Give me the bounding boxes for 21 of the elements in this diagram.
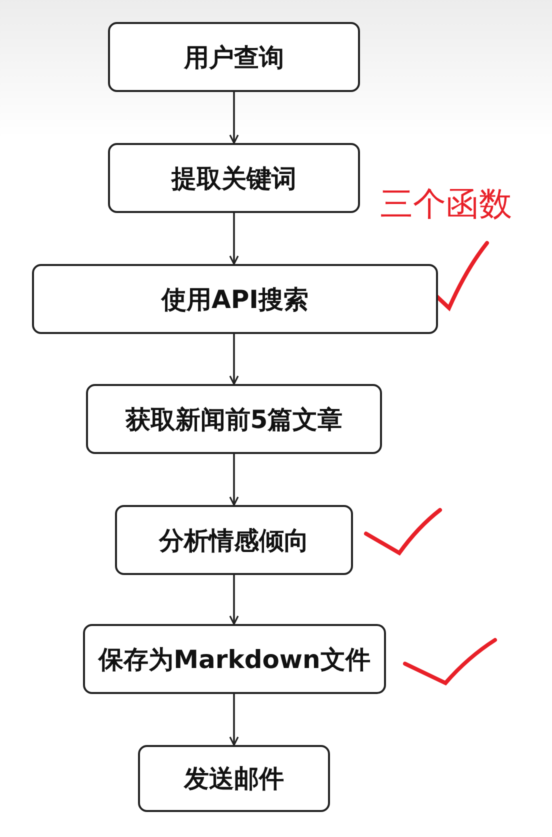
arrow bbox=[229, 575, 239, 625]
process-box bbox=[86, 384, 382, 454]
arrow bbox=[229, 213, 239, 265]
step-text: 保存为Markdown文件 bbox=[98, 644, 370, 676]
arrow bbox=[229, 334, 239, 385]
step-text: 发送邮件 bbox=[184, 763, 284, 795]
process-box bbox=[32, 264, 438, 334]
process-box bbox=[108, 143, 360, 213]
arrow bbox=[229, 454, 239, 506]
handwritten-note: 三个函数 bbox=[380, 183, 512, 225]
step-text: 分析情感倾向 bbox=[159, 524, 309, 556]
arrow bbox=[229, 92, 239, 144]
process-box bbox=[138, 745, 330, 812]
process-box bbox=[83, 624, 386, 694]
process-box bbox=[115, 505, 353, 575]
arrow bbox=[229, 694, 239, 746]
step-text: 用户查询 bbox=[184, 42, 284, 74]
step-text: 提取关键词 bbox=[172, 162, 296, 194]
step-text: 获取新闻前5篇文章 bbox=[125, 404, 343, 436]
process-box bbox=[108, 22, 360, 92]
step-text: 使用API搜索 bbox=[162, 284, 308, 316]
